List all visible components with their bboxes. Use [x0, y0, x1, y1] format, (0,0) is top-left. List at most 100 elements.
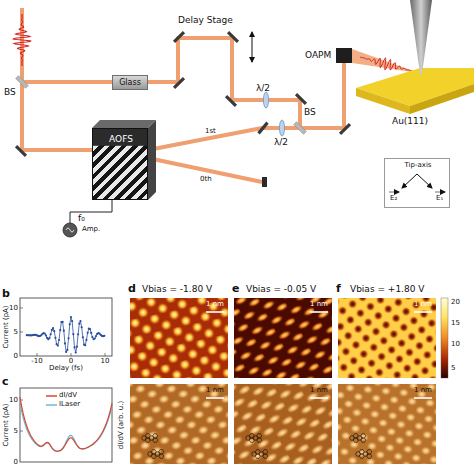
rf-symbol	[66, 228, 74, 232]
data-point	[79, 320, 81, 322]
tick-label: 5	[14, 329, 18, 336]
component-label: λ/2	[274, 138, 288, 147]
laser-beam	[22, 82, 92, 150]
panel-letter: e	[232, 283, 239, 294]
axis-title: Delay (fs)	[49, 365, 83, 372]
vector-overarrow	[435, 192, 445, 193]
scale-label: 1 nm	[206, 387, 224, 394]
tick-label: 5	[14, 428, 18, 435]
legend-line	[46, 395, 57, 397]
stm-image	[338, 298, 436, 378]
data-point	[63, 330, 65, 332]
inset-title: Tip-axis	[405, 162, 432, 169]
scale-bar	[206, 312, 432, 398]
data-point	[45, 334, 47, 336]
plot-frame	[20, 388, 112, 462]
data-point	[84, 344, 86, 346]
tick-label: 0	[69, 358, 73, 365]
aofs-box: AOFS	[92, 128, 148, 200]
data-point	[76, 346, 78, 348]
component-label: Glass	[119, 79, 141, 87]
mirror	[227, 31, 239, 43]
mirror	[295, 93, 307, 105]
didv-curve	[20, 397, 112, 451]
zeroth-order-beam	[148, 158, 262, 182]
frequency-label: f₀	[78, 214, 85, 223]
data-point	[87, 332, 89, 334]
axis-title: Current (pA)	[3, 403, 10, 446]
legend-line	[46, 404, 57, 406]
colorbar-tick: 5	[451, 365, 455, 372]
tip-axis-inset: Tip-axisE₂ E₁	[384, 158, 450, 208]
tick-label: 0	[14, 459, 18, 466]
tick-label: -10	[31, 358, 42, 365]
stm-image	[234, 298, 332, 378]
beam-splitter	[294, 122, 307, 135]
laser-beam	[22, 8, 344, 128]
laser-beam	[22, 8, 344, 182]
parabolic-mirror	[336, 48, 352, 63]
tick-label: 10	[9, 397, 18, 404]
colorbar-tick: 20	[451, 299, 460, 306]
data-point	[73, 346, 75, 348]
beam-block	[262, 177, 267, 187]
delay-arrow	[252, 32, 253, 62]
bias-label: Vbias = +1.80 V	[350, 285, 424, 294]
laser-pulse	[13, 14, 30, 66]
data-point	[77, 333, 79, 335]
legend-text: dI/dV	[59, 392, 77, 399]
tick-label: 10	[101, 358, 110, 365]
focused-beam	[352, 49, 419, 73]
scale-label: 1 nm	[310, 387, 328, 394]
data-point	[54, 337, 56, 339]
data-point	[44, 332, 46, 334]
scale-label: 1 nm	[414, 301, 432, 308]
field-label: E₂	[390, 195, 397, 202]
data-point	[81, 326, 83, 328]
data-point	[61, 321, 63, 323]
tick-label: 10	[9, 305, 18, 312]
aofs-top-face	[92, 120, 156, 128]
data-point	[48, 337, 50, 339]
tick-label: 0	[14, 353, 18, 360]
data-point	[64, 342, 66, 344]
glass-plate: Glass	[112, 75, 148, 90]
half-wave-plate	[279, 120, 284, 136]
component-label: λ/2	[256, 84, 270, 93]
field-vector	[417, 174, 432, 188]
field-label: E₁	[436, 195, 443, 202]
panel-letter: b	[2, 288, 10, 299]
bias-label: Vbias = -0.05 V	[246, 285, 316, 294]
first-order-beam	[148, 128, 300, 150]
data-point	[75, 351, 77, 353]
data-point	[66, 349, 68, 351]
vector-overarrow	[389, 192, 399, 193]
colorbar-tick: 10	[451, 341, 460, 348]
component-label: BS	[304, 108, 316, 117]
half-wave-plate	[263, 92, 268, 108]
axis-title: Current (pA)	[3, 305, 10, 348]
laser-pulse	[360, 57, 412, 71]
data-point	[78, 323, 80, 325]
beam-splitter	[16, 76, 29, 89]
data-point	[57, 345, 59, 347]
data-point	[85, 339, 87, 341]
component-label: Delay Stage	[178, 16, 233, 25]
panel-letter: d	[128, 283, 136, 294]
mirror	[173, 31, 185, 43]
data-point	[71, 320, 73, 322]
mirror	[15, 145, 27, 157]
molecule-model	[142, 434, 372, 459]
component-label: OAPM	[305, 51, 331, 60]
data-point	[50, 333, 52, 335]
rf-cable	[70, 200, 112, 223]
bias-label: Vbias = -1.80 V	[142, 285, 212, 294]
plot-curves	[20, 316, 112, 451]
data-point	[94, 337, 96, 339]
colorbar-tick: 15	[451, 320, 460, 327]
data-point	[53, 330, 55, 332]
mirror	[15, 31, 351, 157]
scale-label: 1 nm	[310, 301, 328, 308]
gold-side	[410, 84, 474, 114]
